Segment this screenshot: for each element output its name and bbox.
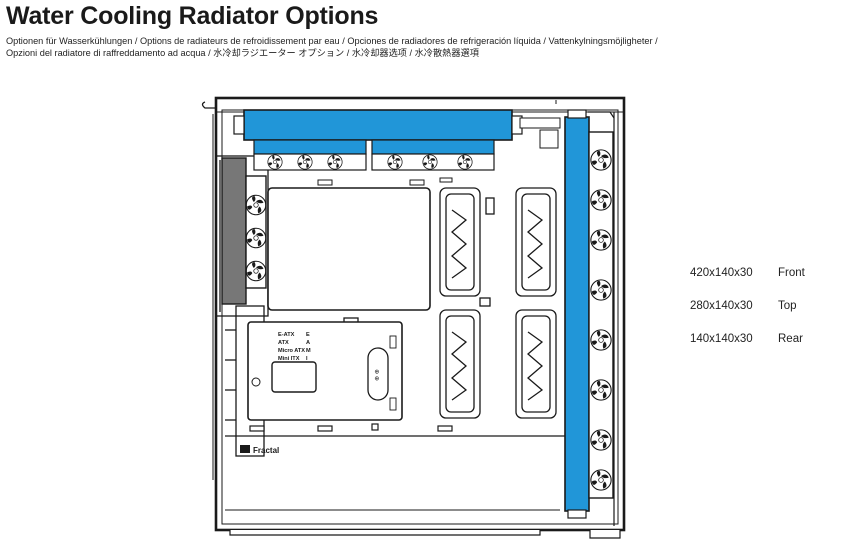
format-label-atx: ATX [278,340,289,346]
format-mark-a: A [306,340,310,346]
format-mark-e: E [306,332,310,338]
page-subtitle: Optionen für Wasserkühlungen / Options d… [6,36,746,59]
motherboard-tray: ⊕ ⊕ [247,321,403,421]
top-clips [317,117,561,186]
format-mark-i: I [306,356,308,362]
front-radiator [564,109,614,519]
radiator-option-front: 420x140x30 Front [690,267,840,283]
format-label-micro-atx: Micro ATX [278,348,305,354]
case-feet [229,100,621,539]
rear-radiator [221,157,267,305]
radiator-location: Front [778,267,805,279]
radiator-size: 420x140x30 [690,267,753,279]
radiator-option-top: 280x140x30 Top [690,300,840,316]
format-mark-m: M [306,348,311,354]
radiator-location: Rear [778,333,803,345]
brand-badge: Fractal [240,445,279,455]
radiator-option-rear: 140x140x30 Rear [690,333,840,349]
page-title: Water Cooling Radiator Options [6,2,379,30]
top-radiator [233,109,523,171]
format-label-eatx: E-ATX [278,332,295,338]
subtitle-line-1: Optionen für Wasserkühlungen / Options d… [6,36,658,46]
psu-shroud [225,423,565,437]
front-panel [588,111,615,526]
radiator-size: 140x140x30 [690,333,753,345]
subtitle-line-2: Opzioni del radiatore di raffreddamento … [6,47,479,58]
format-label-mini-itx: Mini ITX [278,356,300,362]
radiator-location: Top [778,300,797,312]
svg-text:⊕ ⊕: ⊕ ⊕ [373,369,379,381]
cutout-window [267,187,431,311]
radiator-size: 280x140x30 [690,300,753,312]
brand-label: Fractal [253,446,279,455]
motherboard-format-labels: E-ATX ATX Micro ATX Mini ITX E A M I [278,332,311,362]
grommet-panels [343,187,557,419]
